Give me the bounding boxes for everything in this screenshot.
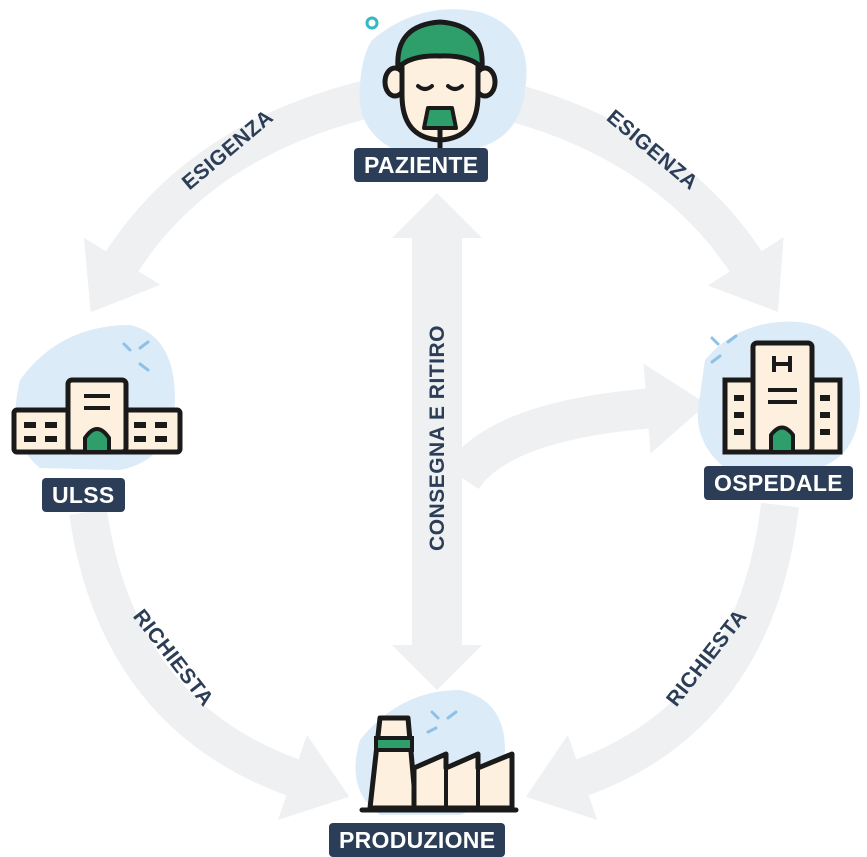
arrow-ulss-to-produzione xyxy=(69,509,350,821)
label-center: CONSEGNA E RITIRO xyxy=(426,325,449,551)
node-label-produzione: PRODUZIONE xyxy=(329,823,506,857)
flow-arrows xyxy=(69,76,799,821)
hospital-building-icon xyxy=(697,321,861,470)
arrow-center-to-ospedale xyxy=(445,363,707,490)
patient-oxygen-mask-icon xyxy=(359,9,527,150)
node-label-paziente: PAZIENTE xyxy=(354,148,489,182)
node-label-ospedale: OSPEDALE xyxy=(704,466,853,500)
node-label-ulss: ULSS xyxy=(42,478,125,512)
arrow-paziente-to-ospedale xyxy=(477,76,784,312)
arrow-center-vertical xyxy=(392,193,482,690)
arrow-paziente-to-ulss xyxy=(83,76,390,313)
health-office-building-icon xyxy=(11,325,183,470)
arrow-ospedale-to-produzione xyxy=(525,502,799,820)
factory-icon xyxy=(355,690,519,815)
